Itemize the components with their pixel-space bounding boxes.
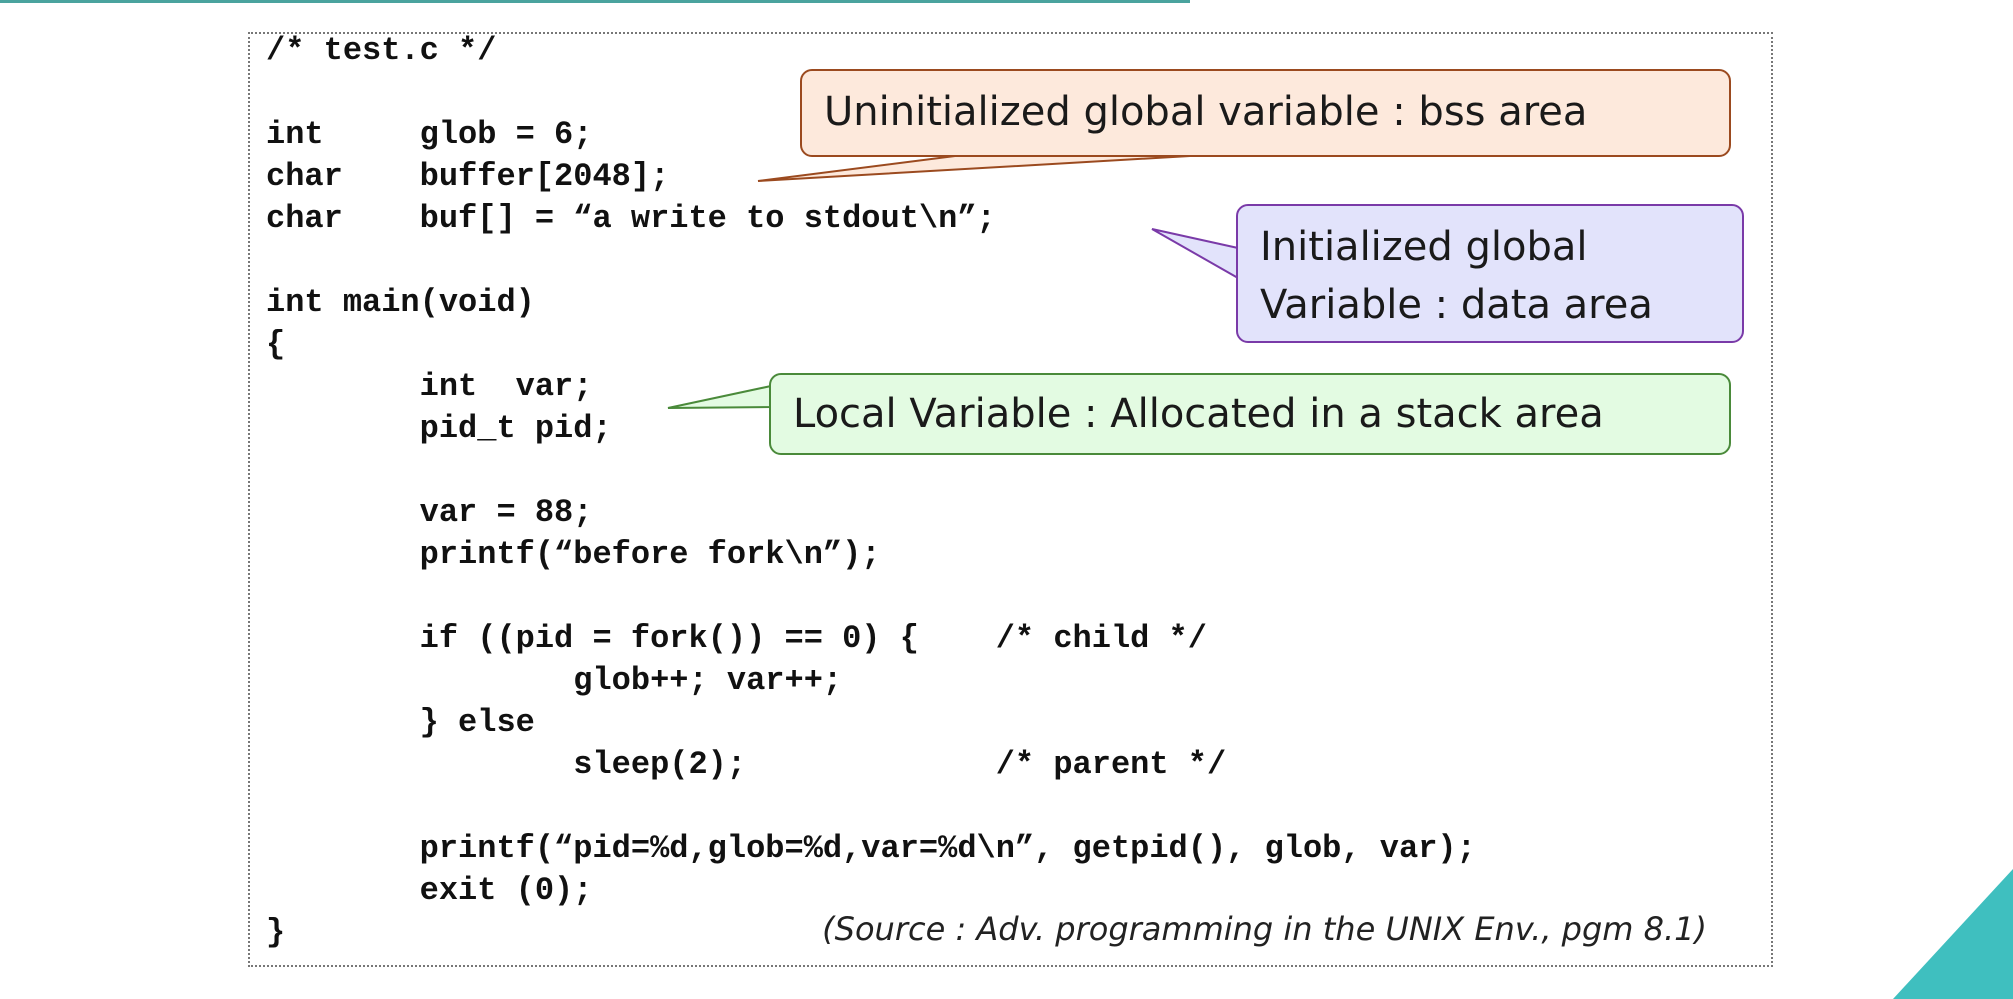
code-line: if ((pid = fork()) == 0) { /* child */ xyxy=(266,620,1207,657)
code-line: var = 88; xyxy=(266,494,593,531)
code-listing: /* test.c */ int glob = 6; char buffer[20… xyxy=(266,30,1476,954)
data-area-callout-line: Variable : data area xyxy=(1260,282,1653,328)
stack-area-callout-text: Local Variable : Allocated in a stack ar… xyxy=(793,391,1604,437)
bss-area-callout-text: Uninitialized global variable : bss area xyxy=(824,89,1588,135)
code-line: } else xyxy=(266,704,535,741)
code-line: char buffer[2048]; xyxy=(266,158,670,195)
code-line: { xyxy=(266,326,286,363)
code-line xyxy=(266,576,1476,618)
code-line: int var; xyxy=(266,368,593,405)
code-line: pid_t pid; xyxy=(266,410,612,447)
code-line: int glob = 6; xyxy=(266,116,593,153)
stack-area-callout: Local Variable : Allocated in a stack ar… xyxy=(769,373,1731,455)
code-line: char buf[] = “a write to stdout\n”; xyxy=(266,200,996,237)
top-accent-line xyxy=(0,0,1190,3)
code-line: } xyxy=(266,914,286,951)
code-line: glob++; var++; xyxy=(266,662,843,699)
code-line: /* test.c */ xyxy=(266,32,497,69)
code-line: printf(“pid=%d,glob=%d,var=%d\n”, getpid… xyxy=(266,830,1476,867)
bss-area-callout: Uninitialized global variable : bss area xyxy=(800,69,1731,157)
corner-decoration xyxy=(1893,869,2013,999)
corner-triangle xyxy=(1893,869,2013,999)
code-line xyxy=(266,450,1476,492)
data-area-callout: Initialized global Variable : data area xyxy=(1236,204,1744,343)
code-line: exit (0); xyxy=(266,872,593,909)
code-frame xyxy=(248,32,1773,967)
data-area-callout-line: Initialized global xyxy=(1260,224,1588,270)
source-note: (Source : Adv. programming in the UNIX E… xyxy=(822,910,1707,948)
code-line: int main(void) xyxy=(266,284,535,321)
code-line xyxy=(266,786,1476,828)
code-line: printf(“before fork\n”); xyxy=(266,536,881,573)
code-line: sleep(2); /* parent */ xyxy=(266,746,1227,783)
